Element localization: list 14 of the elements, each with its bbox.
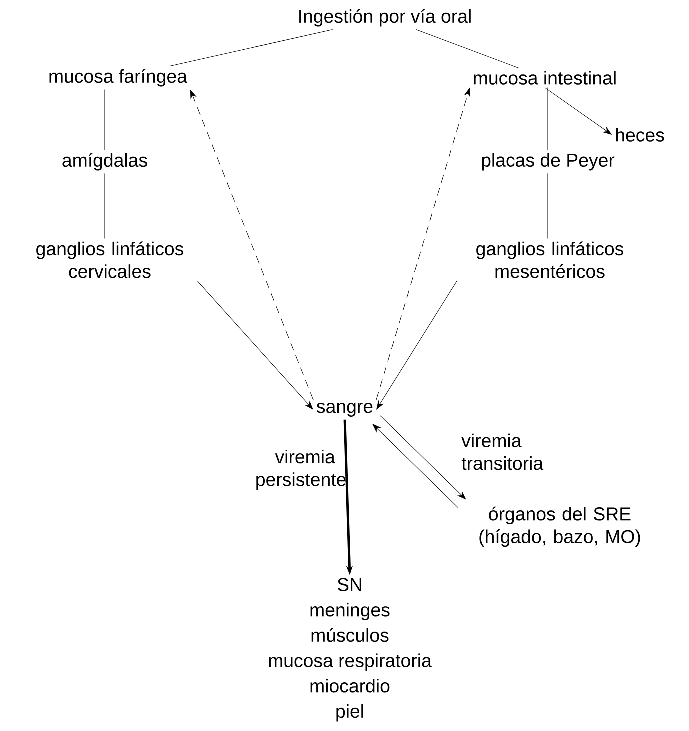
- term-label: SN meninges músculos mucosa respiratoria miocardio piel: [269, 578, 432, 722]
- term-label: ganglios linfáticos mesentéricos: [476, 242, 624, 278]
- term-label: placas de Peyer: [482, 153, 615, 171]
- term-label: heces: [616, 128, 664, 142]
- term-label: ganglios linfáticos cervicales: [36, 242, 184, 278]
- edge-label: viremia transitoria: [462, 434, 544, 470]
- term-label: sangre: [317, 403, 373, 417]
- term-label: amígdalas: [62, 153, 148, 171]
- term-label: mucosa intestinal: [474, 71, 616, 85]
- arrow: [380, 416, 466, 500]
- term-label: Ingestión por vía oral: [300, 9, 471, 27]
- term-label: mucosa faríngea: [50, 69, 188, 87]
- edge-label: viremia persistente: [256, 450, 346, 490]
- term-label: órganos del SRE (hígado, bazo, MO): [480, 506, 640, 548]
